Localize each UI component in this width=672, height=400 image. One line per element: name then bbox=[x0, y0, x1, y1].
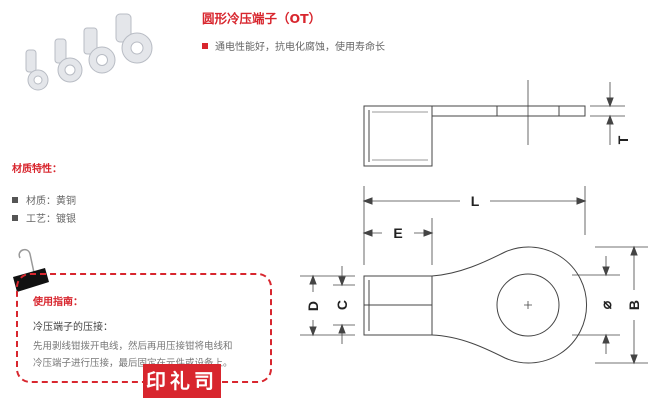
dim-label-T: T bbox=[615, 135, 631, 144]
material-item-text: 材质：黄铜 bbox=[26, 196, 76, 207]
brand-stamp: 印礼司 bbox=[143, 364, 221, 398]
bullet-icon bbox=[12, 214, 18, 221]
dim-label-diameter: ⌀ bbox=[598, 300, 614, 309]
product-title: 圆形冷压端子（OT） bbox=[202, 11, 322, 26]
process-item: 工艺：镀银 bbox=[12, 210, 76, 225]
guide-subheading: 冷压端子的压接： bbox=[33, 322, 113, 333]
guide-body: 先用剥线钳拨开电线，然后再用压接钳将电线和 冷压端子进行压接，最后固定在元件或设… bbox=[33, 338, 273, 372]
guide-heading: 使用指南： bbox=[33, 297, 83, 308]
process-item-text: 工艺：镀银 bbox=[26, 214, 76, 225]
product-photo bbox=[25, 13, 153, 91]
guide-line: 先用剥线钳拨开电线，然后再用压接钳将电线和 bbox=[33, 341, 233, 352]
dim-label-C: C bbox=[334, 300, 350, 310]
material-heading: 材质特性： bbox=[12, 164, 62, 175]
guide-line: 冷压端子进行压接，最后固定在元件或设备上。 bbox=[33, 358, 233, 369]
bullet-icon bbox=[202, 42, 208, 49]
dim-label-L: L bbox=[471, 193, 480, 209]
product-feature: 通电性能好，抗电化腐蚀，使用寿命长 bbox=[202, 38, 385, 53]
dim-label-B: B bbox=[626, 300, 642, 310]
terminal-side-view bbox=[363, 80, 625, 167]
dim-label-D: D bbox=[305, 301, 321, 311]
terminal-top-view bbox=[300, 186, 648, 365]
dim-label-E: E bbox=[393, 225, 402, 241]
feature-text: 通电性能好，抗电化腐蚀，使用寿命长 bbox=[215, 42, 385, 53]
bullet-icon bbox=[12, 196, 18, 203]
material-item: 材质：黄铜 bbox=[12, 192, 76, 207]
